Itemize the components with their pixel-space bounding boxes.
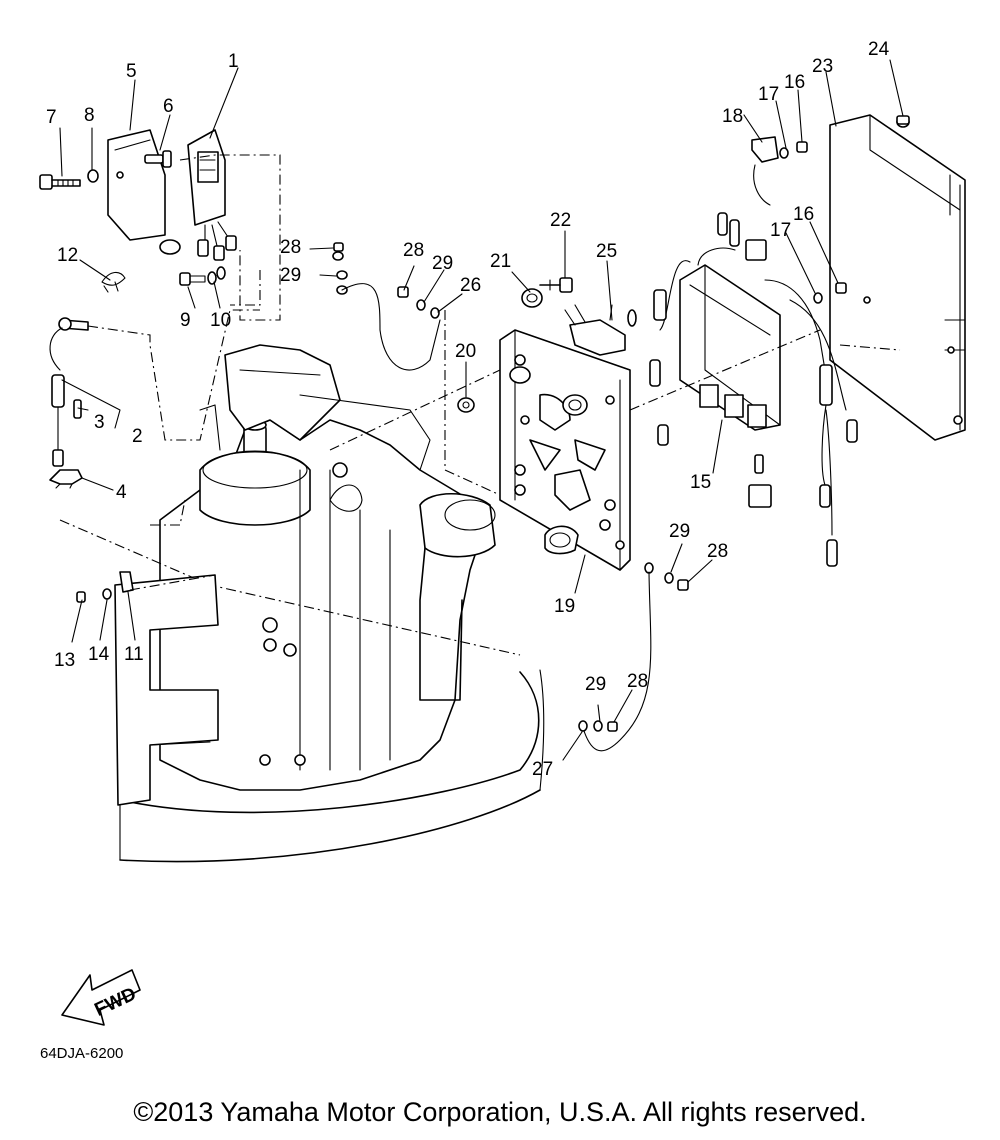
callout-1: 1 — [228, 51, 239, 72]
callout-19: 19 — [554, 596, 575, 617]
callout-14: 14 — [88, 644, 110, 665]
callout-3: 3 — [94, 412, 105, 433]
callout-29a: 29 — [280, 265, 301, 286]
callout-11: 11 — [124, 644, 144, 665]
callout-16a: 16 — [784, 72, 805, 93]
sensor-cluster-drawing — [49, 309, 260, 603]
callout-leaders — [59, 59, 904, 761]
diagram-code: 64DJA-6200 — [40, 1045, 124, 1062]
callout-7: 7 — [46, 107, 57, 128]
small-hardware-drawing — [332, 242, 689, 752]
callout-29d: 29 — [585, 674, 606, 695]
copyright-notice: ©2013 Yamaha Motor Corporation, U.S.A. A… — [133, 1097, 867, 1127]
callout-28a: 28 — [280, 237, 301, 258]
callout-23: 23 — [812, 56, 833, 77]
callout-12: 12 — [57, 245, 78, 266]
callout-20: 20 — [455, 341, 476, 362]
cdi-unit-drawing — [629, 114, 966, 567]
callout-28d: 28 — [627, 671, 648, 692]
callout-2: 2 — [132, 426, 143, 447]
callout-17b: 17 — [770, 220, 791, 241]
callout-5: 5 — [126, 61, 137, 82]
callout-18: 18 — [722, 106, 743, 127]
callout-4: 4 — [116, 482, 127, 503]
callout-10: 10 — [210, 310, 231, 331]
callout-26: 26 — [460, 275, 481, 296]
callout-24: 24 — [868, 39, 890, 60]
callout-labels: 1 2 3 4 5 6 7 8 9 10 11 12 13 14 15 16 1… — [46, 39, 890, 780]
fwd-arrow-icon: FWD — [61, 969, 141, 1026]
rectifier-cluster-drawing — [39, 129, 281, 321]
callout-13: 13 — [54, 650, 75, 671]
mounting-plate-drawing — [329, 310, 631, 571]
callout-28c: 28 — [707, 541, 728, 562]
engine-block-drawing — [59, 344, 545, 863]
callout-21: 21 — [490, 251, 511, 272]
callout-27: 27 — [532, 759, 553, 780]
callout-16b: 16 — [793, 204, 814, 225]
callout-6: 6 — [163, 96, 174, 117]
callout-25: 25 — [596, 241, 617, 262]
callout-15: 15 — [690, 472, 711, 493]
callout-28b: 28 — [403, 240, 424, 261]
callout-29c: 29 — [669, 521, 690, 542]
callout-22: 22 — [550, 210, 571, 231]
callout-9: 9 — [180, 310, 191, 331]
callout-29b: 29 — [432, 253, 453, 274]
callout-8: 8 — [84, 105, 95, 126]
callout-17a: 17 — [758, 84, 779, 105]
